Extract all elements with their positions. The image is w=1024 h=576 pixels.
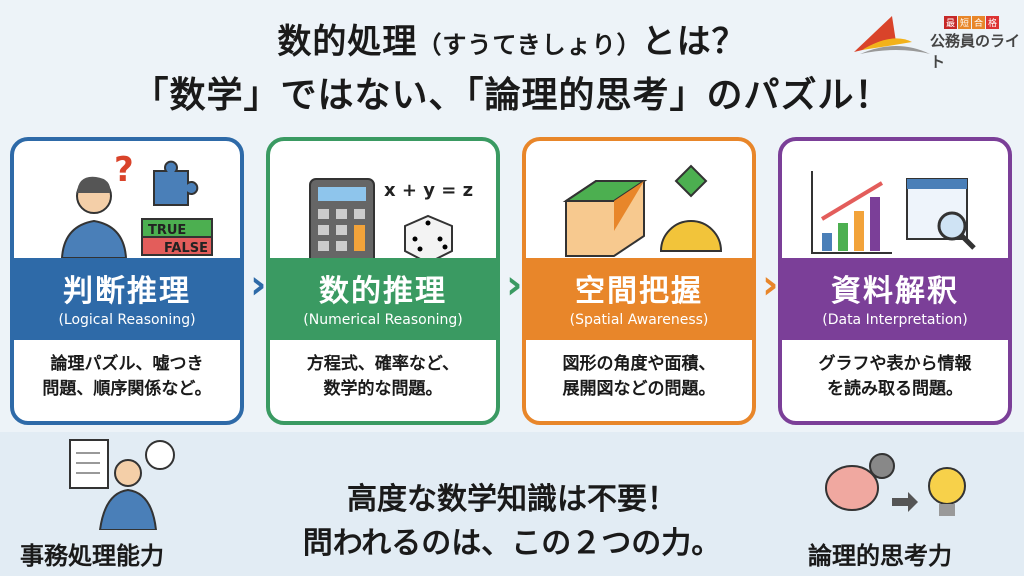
card-subtitle: (Spatial Awareness) (569, 312, 709, 328)
card-spatial-awareness: 空間把握 (Spatial Awareness) 図形の角度や面積、展開図などの問… (522, 137, 756, 425)
chevron-right-icon: › (762, 262, 779, 308)
page-title: 数的処理（すうてきしょり）とは？ (277, 22, 747, 62)
card-subtitle: (Logical Reasoning) (58, 312, 196, 328)
cube-geometry-icon (562, 164, 723, 257)
chart-magnifier-icon (811, 171, 976, 254)
logo-mark-icon (854, 16, 930, 54)
svg-text:FALSE: FALSE (164, 241, 208, 256)
thinking-person-icon: ? TRUE FALSE (60, 150, 213, 259)
office-worker-icon (69, 439, 175, 530)
card-title: 判断推理 (63, 274, 191, 309)
svg-text:TRUE: TRUE (148, 223, 186, 238)
card-title: 数的推理 (319, 274, 447, 309)
card-subtitle: (Numerical Reasoning) (303, 312, 463, 328)
page-subtitle: 「数学」ではない、「論理的思考」のパズル！ (132, 75, 892, 116)
svg-text:x + y = z: x + y = z (384, 180, 473, 201)
card-description: グラフや表から情報を読み取る問題。 (818, 354, 972, 399)
brain-lightbulb-icon (825, 453, 966, 516)
card-description: 論理パズル、嘘つき問題、順序関係など。 (42, 354, 212, 399)
chevron-right-icon: › (506, 262, 523, 308)
skill-logical-thinking: 論理的思考力 (808, 542, 952, 570)
card-numerical-reasoning: x + y = z 数的推理 (Numerical Reasoning) 方程式、… (266, 137, 500, 425)
card-title: 資料解釈 (831, 274, 959, 309)
card-description: 図形の角度や面積、展開図などの問題。 (562, 354, 716, 399)
card-description: 方程式、確率など、数学的な問題。 (306, 354, 460, 399)
card-logical-reasoning: ? TRUE FALSE 判断推理 (Logical Reasoning) 論理パ… (10, 137, 244, 425)
chevron-right-icon: › (250, 262, 267, 308)
skill-clerical-ability: 事務処理能力 (20, 542, 164, 570)
summary-message: 高度な数学知識は不要！問われるのは、この２つの力。 (302, 482, 722, 561)
card-title: 空間把握 (575, 274, 703, 309)
card-data-interpretation: 資料解釈 (Data Interpretation) グラフや表から情報を読み取る… (778, 137, 1012, 425)
calculator-dice-icon: x + y = z (309, 178, 473, 268)
card-subtitle: (Data Interpretation) (822, 312, 968, 328)
svg-text:?: ? (114, 150, 134, 190)
brand-logo: 最短合格 公務員のライト (852, 12, 1022, 71)
